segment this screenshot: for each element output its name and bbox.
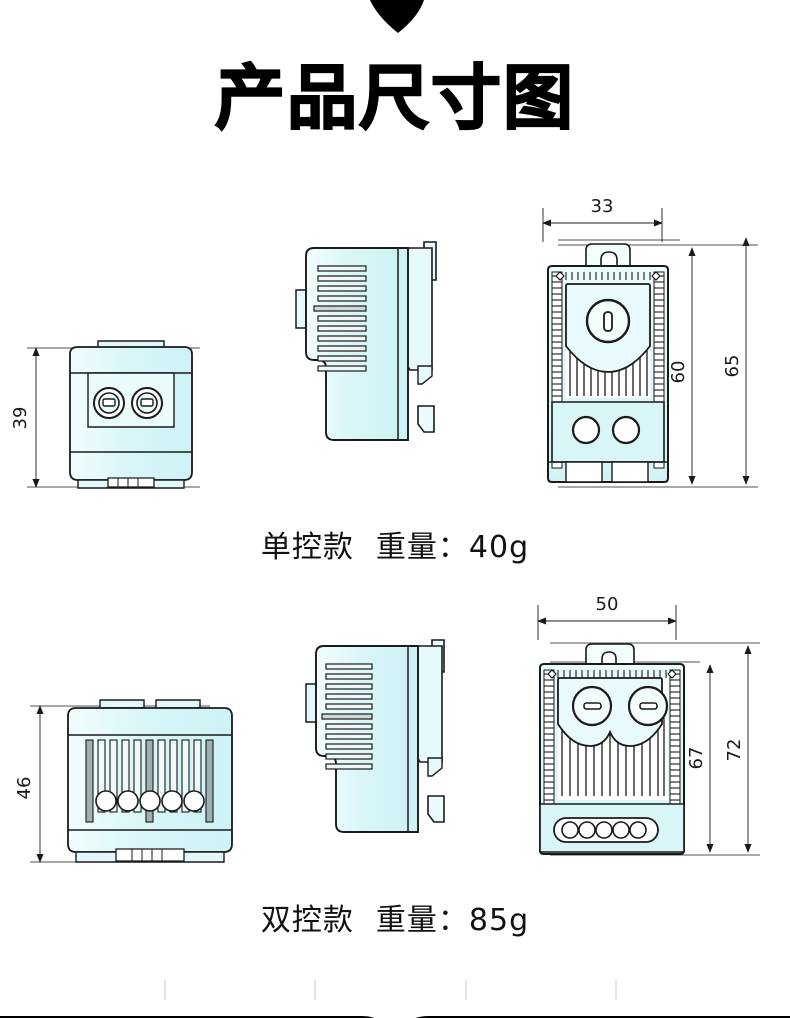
dual-control-model-name: 双控款 bbox=[260, 903, 354, 938]
dual-control-views: 46 bbox=[14, 594, 760, 863]
single-control-weight-label: 重量： bbox=[375, 530, 469, 565]
vent-slots bbox=[85, 739, 214, 823]
terminal-hole bbox=[571, 415, 601, 445]
dimension-39: 39 bbox=[10, 407, 31, 430]
single-control-caption: 单控款重量：40g bbox=[0, 522, 790, 566]
dual-side-view bbox=[305, 639, 445, 833]
adjust-knob[interactable] bbox=[571, 685, 613, 727]
screw-terminal bbox=[131, 387, 163, 419]
dual-bottom-view: 46 bbox=[14, 699, 233, 863]
dimension-67: 67 bbox=[686, 747, 707, 770]
dual-control-weight-value: 85g bbox=[468, 903, 530, 938]
terminal-hole-row bbox=[553, 817, 659, 843]
dimension-65: 65 bbox=[722, 355, 743, 378]
chevron-down-icon bbox=[370, 0, 424, 33]
adjust-knob[interactable] bbox=[585, 298, 631, 344]
terminal-hole-row bbox=[95, 790, 205, 812]
page-title: 产品尺寸图 bbox=[214, 57, 575, 139]
ventilation-louvers bbox=[321, 663, 373, 770]
ventilation-louvers bbox=[313, 265, 367, 372]
model-single-control-diagram: 39 bbox=[0, 190, 790, 510]
dual-control-weight-label: 重量： bbox=[375, 903, 469, 938]
dimension-60: 60 bbox=[668, 361, 689, 384]
single-control-views: 39 bbox=[10, 196, 758, 489]
single-front-view: 33 60 65 bbox=[542, 196, 758, 488]
dimension-33: 33 bbox=[591, 196, 614, 217]
dimension-72: 72 bbox=[724, 739, 745, 762]
adjust-knob[interactable] bbox=[627, 685, 669, 727]
single-side-view bbox=[295, 241, 437, 441]
single-control-weight-value: 40g bbox=[468, 530, 530, 565]
dimension-46: 46 bbox=[14, 777, 35, 800]
model-dual-control-diagram: 46 bbox=[0, 590, 790, 890]
dimension-50: 50 bbox=[596, 594, 619, 615]
single-control-model-name: 单控款 bbox=[260, 530, 354, 565]
footer-decoration bbox=[0, 980, 790, 1018]
dual-control-caption: 双控款重量：85g bbox=[0, 895, 790, 939]
terminal-hole bbox=[611, 415, 641, 445]
screw-terminal bbox=[93, 387, 125, 419]
dual-front-view: 50 67 72 bbox=[537, 594, 760, 856]
single-bottom-view: 39 bbox=[10, 340, 200, 489]
